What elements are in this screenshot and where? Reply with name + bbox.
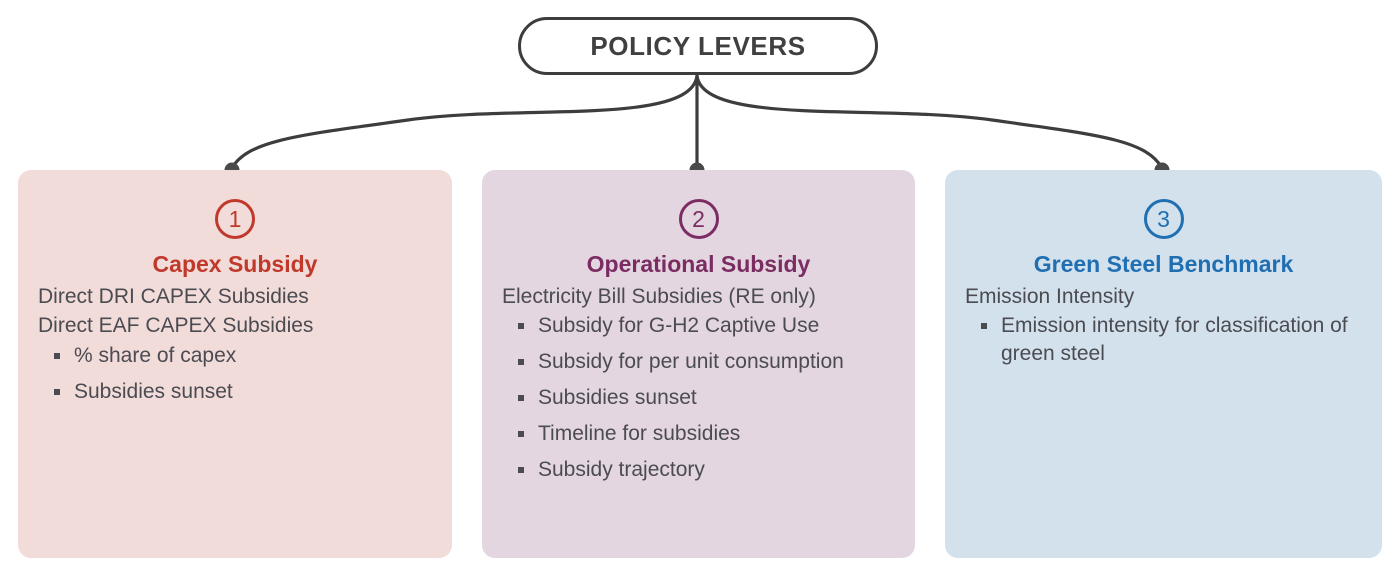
- card-bullet-list-2: Subsidy for G-H2 Captive Use Subsidy for…: [502, 312, 895, 484]
- step-number-3: 3: [1157, 205, 1170, 232]
- policy-lever-card-1[interactable]: 1 Capex Subsidy Direct DRI CAPEX Subsidi…: [18, 170, 452, 558]
- policy-lever-card-3[interactable]: 3 Green Steel Benchmark Emission Intensi…: [945, 170, 1382, 558]
- card-lead-1-1: Direct EAF CAPEX Subsidies: [38, 314, 314, 338]
- list-item: Subsidies sunset: [52, 378, 432, 406]
- card-heading-1: Capex Subsidy: [152, 251, 318, 277]
- card-bullet-list-3: Emission intensity for classification of…: [965, 312, 1362, 368]
- page-title: POLICY LEVERS: [590, 30, 806, 61]
- card-bullet-list-1: % share of capex Subsidies sunset: [38, 342, 432, 406]
- step-number-1: 1: [228, 205, 242, 232]
- connector-path-1: [230, 74, 699, 170]
- step-number-badge-3: 3: [1143, 199, 1184, 239]
- connector-path-3: [695, 74, 1164, 170]
- list-item: Subsidy trajectory: [516, 456, 895, 484]
- list-item: Subsidies sunset: [516, 384, 895, 412]
- list-item: Subsidy for G-H2 Captive Use: [516, 312, 895, 340]
- card-lead-1-0: Direct DRI CAPEX Subsidies: [38, 284, 309, 308]
- card-lead-3-0: Emission Intensity: [965, 284, 1135, 308]
- list-item: Subsidy for per unit consumption: [516, 348, 895, 376]
- list-item: Emission intensity for classification of…: [979, 312, 1362, 368]
- card-heading-2: Operational Subsidy: [586, 251, 811, 277]
- list-item: % share of capex: [52, 342, 432, 370]
- diagram-title-box: POLICY LEVERS: [518, 17, 878, 75]
- card-heading-3: Green Steel Benchmark: [1033, 251, 1294, 277]
- step-number-2: 2: [692, 205, 705, 232]
- step-number-badge-1: 1: [215, 199, 255, 239]
- list-item: Timeline for subsidies: [516, 420, 895, 448]
- card-lead-2-0: Electricity Bill Subsidies (RE only): [502, 284, 816, 308]
- policy-lever-card-2[interactable]: 2 Operational Subsidy Electricity Bill S…: [482, 170, 915, 558]
- step-number-badge-2: 2: [678, 199, 719, 239]
